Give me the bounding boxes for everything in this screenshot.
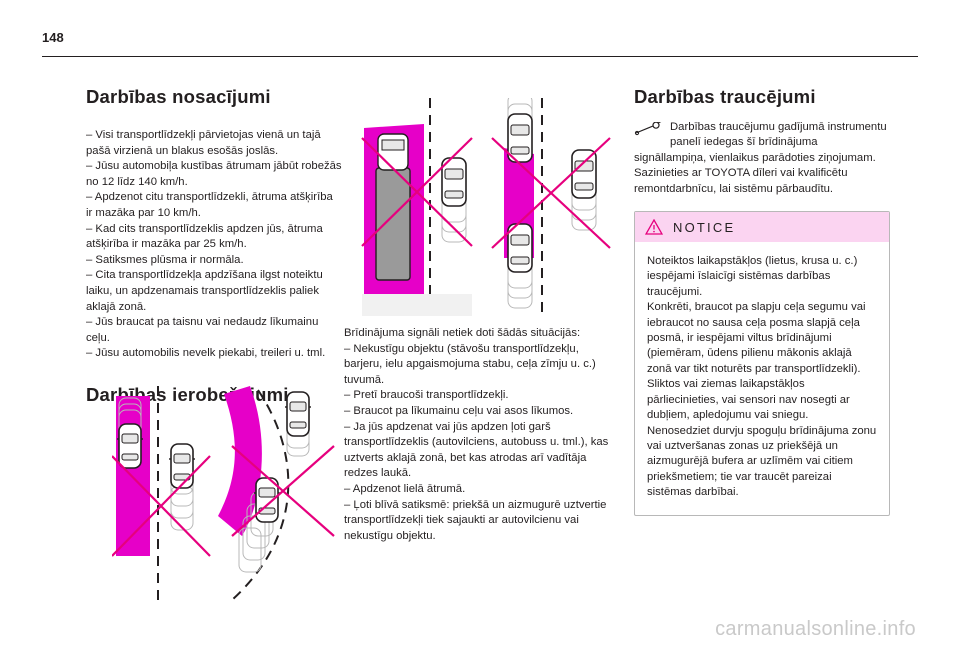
list-item: – Nekustīgu objektu (stāvošu transportlī…	[344, 342, 596, 386]
wrench-icon	[634, 122, 662, 136]
list-item: – Jūsu automobiļa kustības ātrumam jābūt…	[86, 160, 342, 188]
conditions-list: – Visi transportlīdzekļi pārvietojas vie…	[86, 128, 342, 362]
column-middle: Brīdinājuma signāli netiek doti šādās si…	[344, 326, 612, 544]
list-item: – Ja jūs apdzenat vai jūs apdzen ļoti ga…	[344, 420, 609, 480]
list-item: – Jūs braucat pa taisnu vai nedaudz līku…	[86, 316, 319, 344]
cross-mark	[231, 445, 335, 537]
car-icon	[571, 149, 597, 199]
list-item: – Apdzenot citu transportlīdzekli, ātrum…	[86, 191, 333, 219]
list-item: – Jūsu automobilis nevelk piekabi, treil…	[86, 347, 326, 360]
car-icon	[284, 391, 312, 437]
faults-intro: Darbības traucējumu gadījumā instrumentu…	[634, 120, 890, 197]
warning-triangle-icon	[645, 219, 663, 235]
cross-mark	[361, 137, 473, 247]
column-right: Darbības traucējumi Darbības traucējumu …	[634, 86, 890, 516]
list-item: – Satiksmes plūsma ir normāla.	[86, 253, 244, 266]
list-item: Brīdinājuma signāli netiek doti šādās si…	[344, 327, 581, 339]
notice-title: NOTICE	[673, 219, 736, 235]
faults-intro-rest: signāllampiņa, vienlaikus parādoties ziņ…	[634, 151, 876, 195]
list-item: – Visi transportlīdzekļi pārvietojas vie…	[86, 129, 321, 157]
limits-illustration	[112, 386, 335, 604]
list-item: – Pretī braucoši transportlīdzekļi.	[344, 389, 509, 402]
no-alert-illustration	[361, 98, 611, 318]
notice-text: Noteiktos laikapstākļos (lietus, krusa u…	[647, 255, 877, 499]
cross-mark	[112, 455, 211, 557]
cross-mark	[491, 137, 611, 249]
header-rule	[42, 56, 918, 57]
list-item: – Ļoti blīvā satiksmē: priekšā un aizmug…	[344, 498, 607, 542]
list-item: – Braucot pa līkumainu ceļu vai asos līk…	[344, 404, 574, 417]
car-icon	[116, 423, 144, 469]
no-alert-list: Brīdinājuma signāli netiek doti šādās si…	[344, 326, 612, 544]
list-item: – Cita transportlīdzekļa apdzīšana ilgst…	[86, 269, 323, 313]
page-number: 148	[42, 30, 64, 45]
list-item: – Kad cits transportlīdzeklis apdzen jūs…	[86, 222, 323, 251]
section-title-faults: Darbības traucējumi	[634, 86, 816, 107]
notice-box: NOTICE Noteiktos laikapstākļos (lietus, …	[634, 211, 890, 516]
watermark: carmanualsonline.info	[715, 618, 916, 640]
section-title-conditions: Darbības nosacījumi	[86, 86, 271, 107]
notice-header: NOTICE	[635, 212, 889, 243]
car-icon	[168, 443, 196, 489]
column-left: Darbības nosacījumi – Visi transportlīdz…	[86, 86, 342, 406]
truck-icon	[375, 133, 411, 281]
faults-intro-indented: Darbības traucējumu gadījumā instrumentu…	[670, 121, 887, 149]
list-item: – Apdzenot lielā ātrumā.	[344, 482, 466, 495]
